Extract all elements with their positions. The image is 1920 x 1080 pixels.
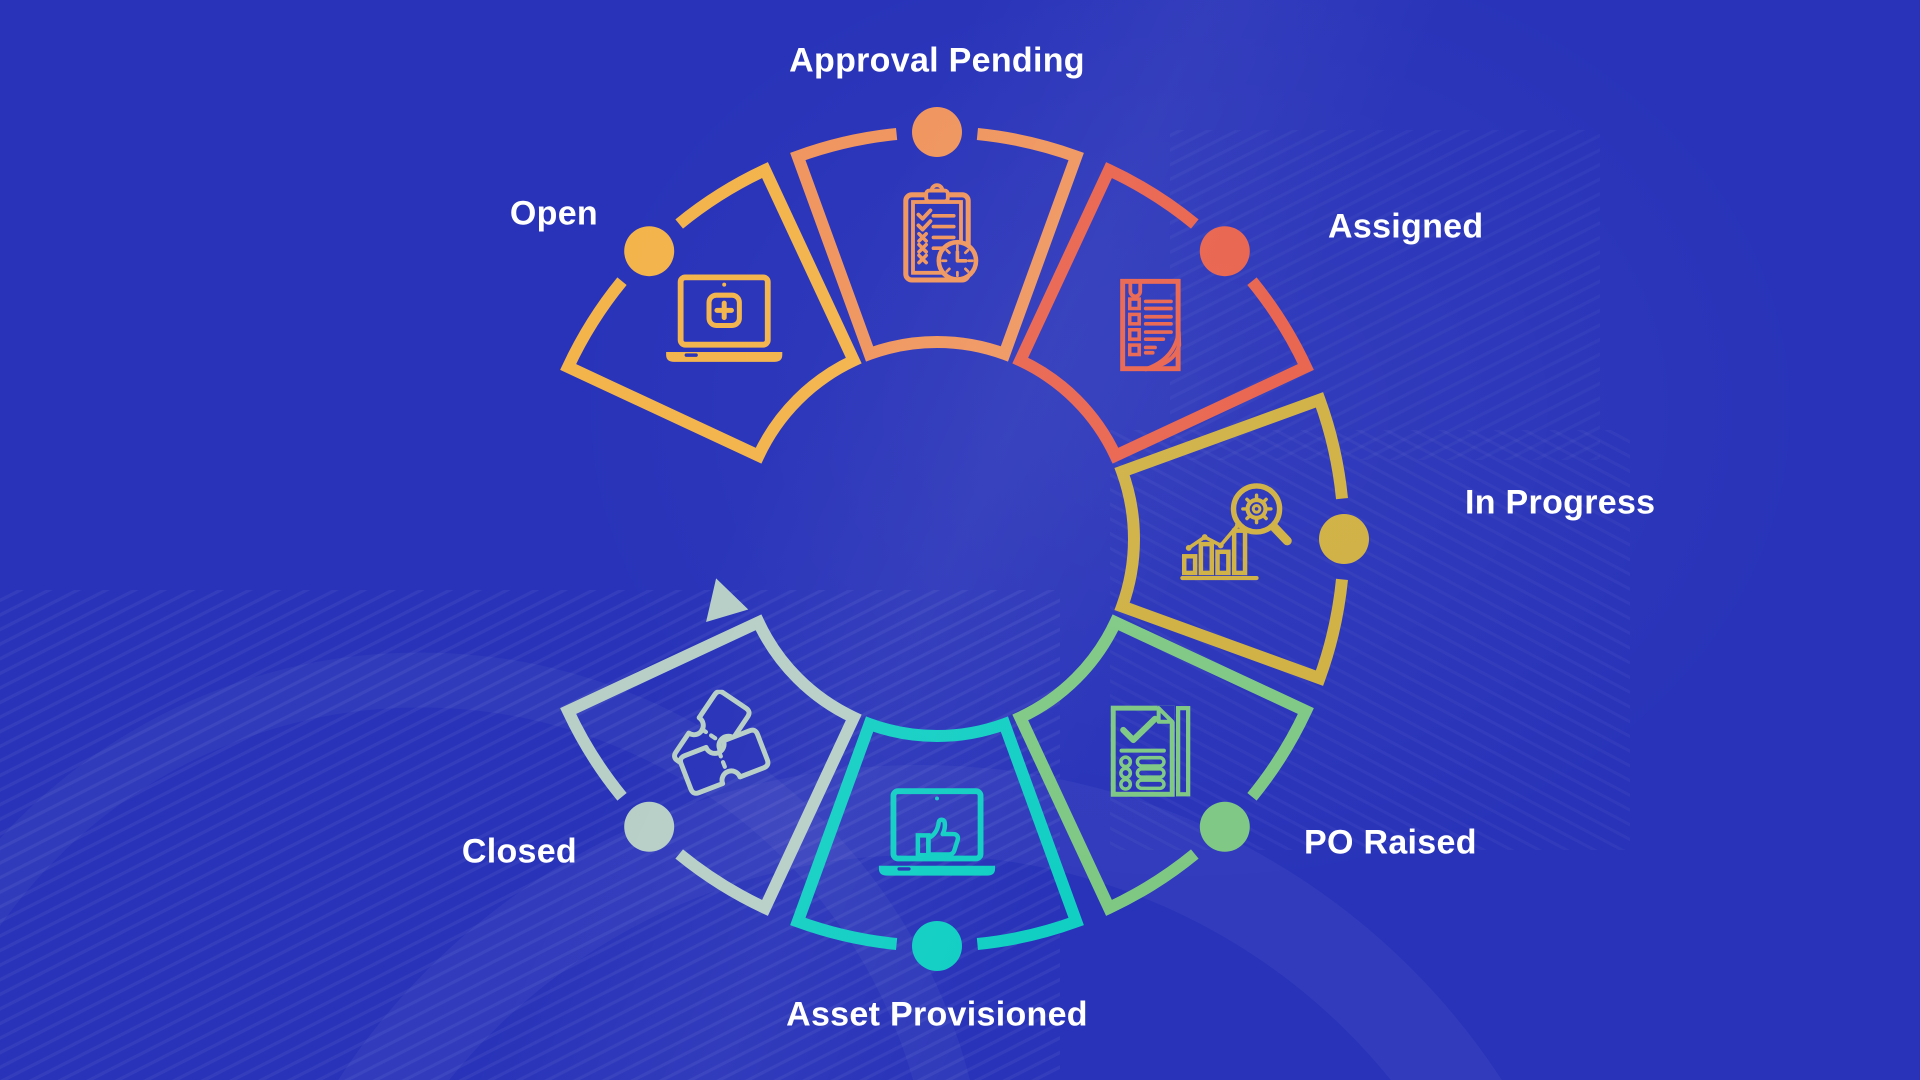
segment-outline-open <box>560 162 862 464</box>
lifecycle-ring <box>560 107 1369 971</box>
label-assigned: Assigned <box>1328 207 1484 246</box>
segment-po-raised <box>1012 614 1314 916</box>
dot-po-raised <box>1199 801 1250 852</box>
segment-outline-approval-pending <box>790 128 1084 362</box>
laptop-plus-icon <box>666 277 782 361</box>
segment-outline-in-progress <box>1114 392 1348 686</box>
dot-in-progress <box>1319 514 1369 564</box>
clipboard-clock-icon <box>906 185 976 280</box>
segment-outline-asset-provisioned <box>790 716 1084 950</box>
segment-outline-po-raised <box>1012 614 1314 916</box>
background-texture <box>0 130 1630 1080</box>
dot-closed <box>624 801 675 852</box>
segment-asset-provisioned <box>790 716 1084 971</box>
dot-asset-provisioned <box>912 921 962 971</box>
label-in-progress: In Progress <box>1465 483 1656 522</box>
segment-outline-closed <box>560 614 862 916</box>
label-open: Open <box>509 194 598 233</box>
segment-closed <box>560 614 862 916</box>
label-closed: Closed <box>461 832 577 871</box>
segment-open <box>560 162 862 464</box>
flow-arrow-icon <box>706 578 749 622</box>
label-approval-pending: Approval Pending <box>789 41 1085 80</box>
dot-approval-pending <box>912 107 962 157</box>
dot-assigned <box>1199 226 1250 277</box>
label-po-raised: PO Raised <box>1304 823 1477 862</box>
label-asset-provisioned: Asset Provisioned <box>786 995 1088 1034</box>
segment-outline-assigned <box>1012 162 1314 464</box>
segment-assigned <box>1012 162 1314 464</box>
dot-open <box>624 226 675 277</box>
segment-in-progress <box>1114 392 1369 686</box>
segment-approval-pending <box>790 107 1084 362</box>
